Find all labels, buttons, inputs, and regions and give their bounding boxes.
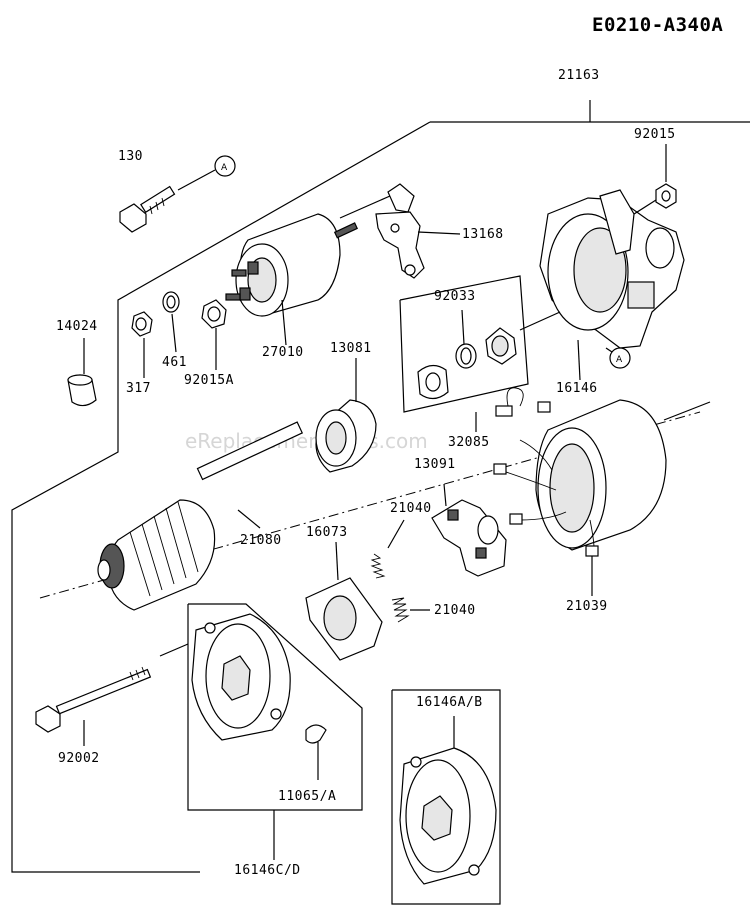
clutch-13081: [315, 358, 377, 473]
solenoid-27010: [225, 213, 359, 346]
label-14024: 14024: [56, 319, 98, 334]
label-21040-bottom: 21040: [434, 603, 476, 618]
label-461: 461: [162, 355, 187, 370]
label-21080: 21080: [240, 533, 282, 548]
label-16146cd: 16146C/D: [234, 863, 301, 878]
kit-16146cd: [187, 603, 363, 860]
label-92015a: 92015A: [184, 373, 234, 388]
label-11065a: 11065/A: [278, 789, 336, 804]
brush-holder-13091: [431, 483, 507, 577]
label-16146ab: 16146A/B: [416, 695, 483, 710]
label-27010: 27010: [262, 345, 304, 360]
part-labels: 21163 130 92015 13168 14024 461 317 9201…: [56, 68, 676, 878]
label-16146: 16146: [556, 381, 598, 396]
armature-21080: [97, 421, 304, 611]
callout-a-top: [214, 155, 236, 177]
yoke-21039: [493, 387, 711, 596]
bolt-92002: [35, 643, 189, 746]
callout-a-bottom: [609, 347, 631, 369]
housing-16146: [519, 189, 685, 381]
label-13168: 13168: [462, 227, 504, 242]
label-92015: 92015: [634, 127, 676, 142]
label-21039: 21039: [566, 599, 608, 614]
label-92002: 92002: [58, 751, 100, 766]
watermark: eReplacementParts.com: [185, 429, 428, 453]
label-21163: 21163: [558, 68, 600, 83]
label-16073: 16073: [306, 525, 348, 540]
shift-lever-13168: [339, 183, 461, 279]
label-92033: 92033: [434, 289, 476, 304]
nut-92015: [633, 144, 677, 215]
label-13081: 13081: [330, 341, 372, 356]
bolt-130: [119, 169, 216, 233]
plate-16073: [305, 541, 383, 661]
label-13091: 13091: [414, 457, 456, 472]
callout-a-top-label: A: [221, 163, 228, 173]
assembly-outline: [11, 100, 750, 873]
label-317: 317: [126, 381, 151, 396]
springs-21040: [370, 519, 430, 623]
small-hardware: [67, 291, 227, 407]
label-32085: 32085: [448, 435, 490, 450]
kit-32085: [399, 275, 529, 432]
diagram-code: E0210-A340A: [592, 14, 723, 36]
callout-a-bottom-label: A: [616, 355, 623, 365]
kit-16146ab: [391, 689, 501, 905]
label-21040-top: 21040: [390, 501, 432, 516]
label-130: 130: [118, 149, 143, 164]
